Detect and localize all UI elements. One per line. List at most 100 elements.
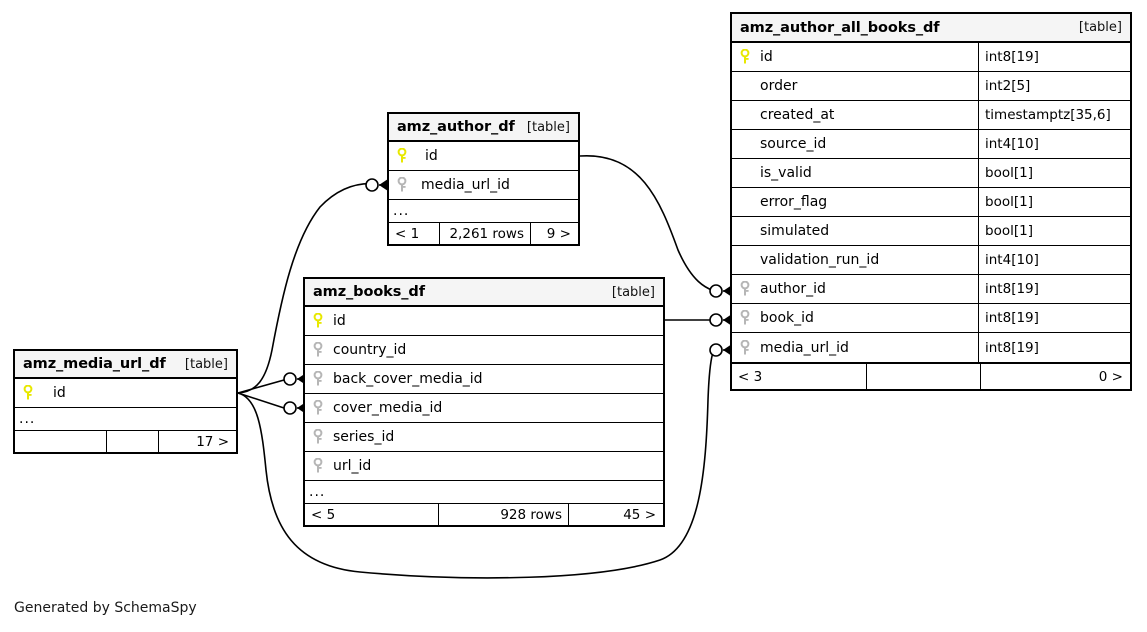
table-title: amz_author_df — [397, 119, 515, 135]
no-key-icon — [740, 78, 754, 94]
column-type: bool[1] — [978, 217, 1130, 245]
column-name-cell: is_valid — [732, 159, 978, 187]
footer-child-count[interactable]: 17 > — [158, 431, 236, 452]
column-row-cover-media-id[interactable]: cover_media_id — [305, 394, 663, 423]
column-row-author-id[interactable]: author_id int8[19] — [732, 275, 1130, 304]
foreign-key-icon — [313, 458, 327, 474]
column-row-is-valid[interactable]: is_valid bool[1] — [732, 159, 1130, 188]
column-name: id — [425, 148, 438, 164]
table-header: amz_books_df [table] — [305, 279, 663, 307]
footer-child-count[interactable]: 0 > — [980, 364, 1130, 389]
column-name: is_valid — [760, 165, 812, 181]
foreign-key-icon — [740, 281, 754, 297]
column-row-id[interactable]: id int8[19] — [732, 43, 1130, 72]
column-row-more: ... — [389, 200, 578, 222]
column-name-cell: book_id — [732, 304, 978, 332]
column-row-created-at[interactable]: created_at timestamptz[35,6] — [732, 101, 1130, 130]
column-name-cell: ... — [389, 200, 578, 222]
column-type: timestamptz[35,6] — [978, 101, 1130, 129]
footer-row-count — [866, 364, 980, 389]
footer-parent-count[interactable]: < 5 — [311, 506, 336, 523]
table-amz-author-all-books-df[interactable]: amz_author_all_books_df [table] id int8[… — [730, 12, 1132, 391]
column-row-media-url-id[interactable]: media_url_id — [389, 171, 578, 200]
column-name-cell: media_url_id — [389, 171, 578, 199]
no-key-icon — [740, 136, 754, 152]
column-name-cell: id — [389, 142, 578, 170]
table-amz-author-df[interactable]: amz_author_df [table] id media_url_id ..… — [387, 112, 580, 246]
column-name: url_id — [333, 458, 372, 474]
column-name-cell: order — [732, 72, 978, 100]
column-type: bool[1] — [978, 159, 1130, 187]
primary-key-icon — [397, 148, 411, 164]
table-header: amz_author_all_books_df [table] — [732, 14, 1130, 43]
column-row-simulated[interactable]: simulated bool[1] — [732, 217, 1130, 246]
primary-key-icon — [313, 313, 327, 329]
table-footer: < 1 2,261 rows 9 > — [389, 222, 578, 244]
more-columns-ellipsis: ... — [309, 484, 326, 500]
table-amz-books-df[interactable]: amz_books_df [table] id country_id back_… — [303, 277, 665, 527]
column-name-cell: ... — [15, 408, 236, 430]
no-key-icon — [740, 223, 754, 239]
footer-child-count[interactable]: 45 > — [568, 504, 663, 525]
column-name-cell: id — [15, 379, 236, 407]
column-row-error-flag[interactable]: error_flag bool[1] — [732, 188, 1130, 217]
footer-child-count[interactable]: 9 > — [530, 223, 578, 244]
column-name-cell: back_cover_media_id — [305, 365, 663, 393]
column-type: int4[10] — [978, 130, 1130, 158]
column-row-id[interactable]: id — [15, 379, 236, 408]
column-name: source_id — [760, 136, 827, 152]
column-row-source-id[interactable]: source_id int4[10] — [732, 130, 1130, 159]
no-key-icon — [740, 165, 754, 181]
column-name-cell: media_url_id — [732, 333, 978, 362]
foreign-key-icon — [740, 339, 754, 356]
footer-parent-count[interactable] — [15, 431, 106, 452]
column-name: validation_run_id — [760, 252, 880, 268]
more-columns-ellipsis: ... — [393, 203, 410, 219]
footer-parent-count[interactable]: < 3 — [738, 368, 763, 385]
table-amz-media-url-df[interactable]: amz_media_url_df [table] id ... 17 > — [13, 349, 238, 454]
foreign-key-icon — [740, 310, 754, 326]
edge-author-df-id-to-author-id — [579, 155, 715, 292]
column-name: created_at — [760, 107, 835, 123]
column-row-id[interactable]: id — [305, 307, 663, 336]
column-name-cell: ... — [305, 481, 663, 503]
column-row-series-id[interactable]: series_id — [305, 423, 663, 452]
column-row-validation-run-id[interactable]: validation_run_id int4[10] — [732, 246, 1130, 275]
column-type: int4[10] — [978, 246, 1130, 274]
table-title: amz_media_url_df — [23, 356, 166, 372]
column-row-media-url-id[interactable]: media_url_id int8[19] — [732, 333, 1130, 362]
column-row-country-id[interactable]: country_id — [305, 336, 663, 365]
table-footer: 17 > — [15, 430, 236, 452]
table-title: amz_books_df — [313, 284, 425, 300]
column-name-cell: simulated — [732, 217, 978, 245]
footer-row-count: 2,261 rows — [439, 223, 530, 244]
column-name-cell: validation_run_id — [732, 246, 978, 274]
column-type: bool[1] — [978, 188, 1130, 216]
column-row-id[interactable]: id — [389, 142, 578, 171]
column-row-more: ... — [305, 481, 663, 503]
foreign-key-icon — [313, 400, 327, 416]
column-row-book-id[interactable]: book_id int8[19] — [732, 304, 1130, 333]
column-name-cell: author_id — [732, 275, 978, 303]
column-name-cell: country_id — [305, 336, 663, 364]
column-name: author_id — [760, 281, 826, 297]
column-name: simulated — [760, 223, 830, 239]
column-row-back-cover-media-id[interactable]: back_cover_media_id — [305, 365, 663, 394]
table-type-tag: [table] — [611, 284, 655, 300]
column-name-cell: series_id — [305, 423, 663, 451]
column-type: int8[19] — [978, 333, 1130, 362]
footer-parent-count[interactable]: < 1 — [395, 225, 420, 242]
foreign-key-icon — [313, 342, 327, 358]
column-row-order[interactable]: order int2[5] — [732, 72, 1130, 101]
column-name-cell: cover_media_id — [305, 394, 663, 422]
column-type: int8[19] — [978, 304, 1130, 332]
footer-row-count — [106, 431, 158, 452]
column-row-url-id[interactable]: url_id — [305, 452, 663, 481]
column-row-more: ... — [15, 408, 236, 430]
table-type-tag: [table] — [184, 356, 228, 372]
column-name-cell: url_id — [305, 452, 663, 480]
table-footer: < 5 928 rows 45 > — [305, 503, 663, 525]
column-name: country_id — [333, 342, 407, 358]
primary-key-icon — [740, 49, 754, 65]
